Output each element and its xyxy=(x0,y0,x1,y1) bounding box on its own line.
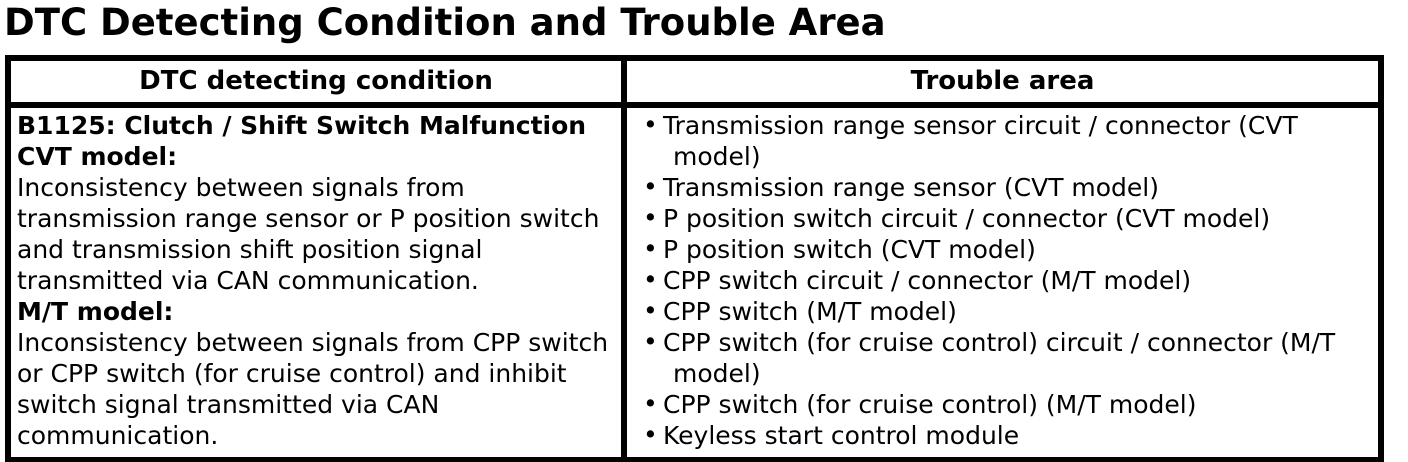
trouble-area-item: P position switch circuit / connector (C… xyxy=(627,202,1374,234)
trouble-area-item: Transmission range sensor circuit / conn… xyxy=(627,109,1374,172)
column-header-trouble-area: Trouble area xyxy=(627,60,1378,108)
mt-model-label: M/T model: xyxy=(17,296,174,326)
column-header-dtc-detecting-condition: DTC detecting condition xyxy=(11,60,627,108)
mt-model-description: Inconsistency between signals from CPP s… xyxy=(17,327,609,450)
trouble-area-item: CPP switch (for cruise control) circuit … xyxy=(627,326,1374,389)
trouble-area-list: Transmission range sensor circuit / conn… xyxy=(627,109,1374,451)
trouble-area-item: Keyless start control module xyxy=(627,419,1374,451)
trouble-area-item: Transmission range sensor (CVT model) xyxy=(627,171,1374,203)
dtc-condition-cell: B1125: Clutch / Shift Switch Malfunction… xyxy=(11,107,627,457)
trouble-area-cell: Transmission range sensor circuit / conn… xyxy=(627,107,1378,457)
page-title: DTC Detecting Condition and Trouble Area xyxy=(4,1,886,44)
dtc-code-heading: B1125: Clutch / Shift Switch Malfunction xyxy=(17,110,587,140)
dtc-table: DTC detecting condition Trouble area B11… xyxy=(5,54,1384,462)
cvt-model-label: CVT model: xyxy=(17,141,178,171)
trouble-area-item: CPP switch (for cruise control) (M/T mod… xyxy=(627,388,1374,420)
cvt-model-description: Inconsistency between signals from trans… xyxy=(17,172,600,295)
trouble-area-item: CPP switch (M/T model) xyxy=(627,295,1374,327)
trouble-area-item: P position switch (CVT model) xyxy=(627,233,1374,265)
trouble-area-item: CPP switch circuit / connector (M/T mode… xyxy=(627,264,1374,296)
